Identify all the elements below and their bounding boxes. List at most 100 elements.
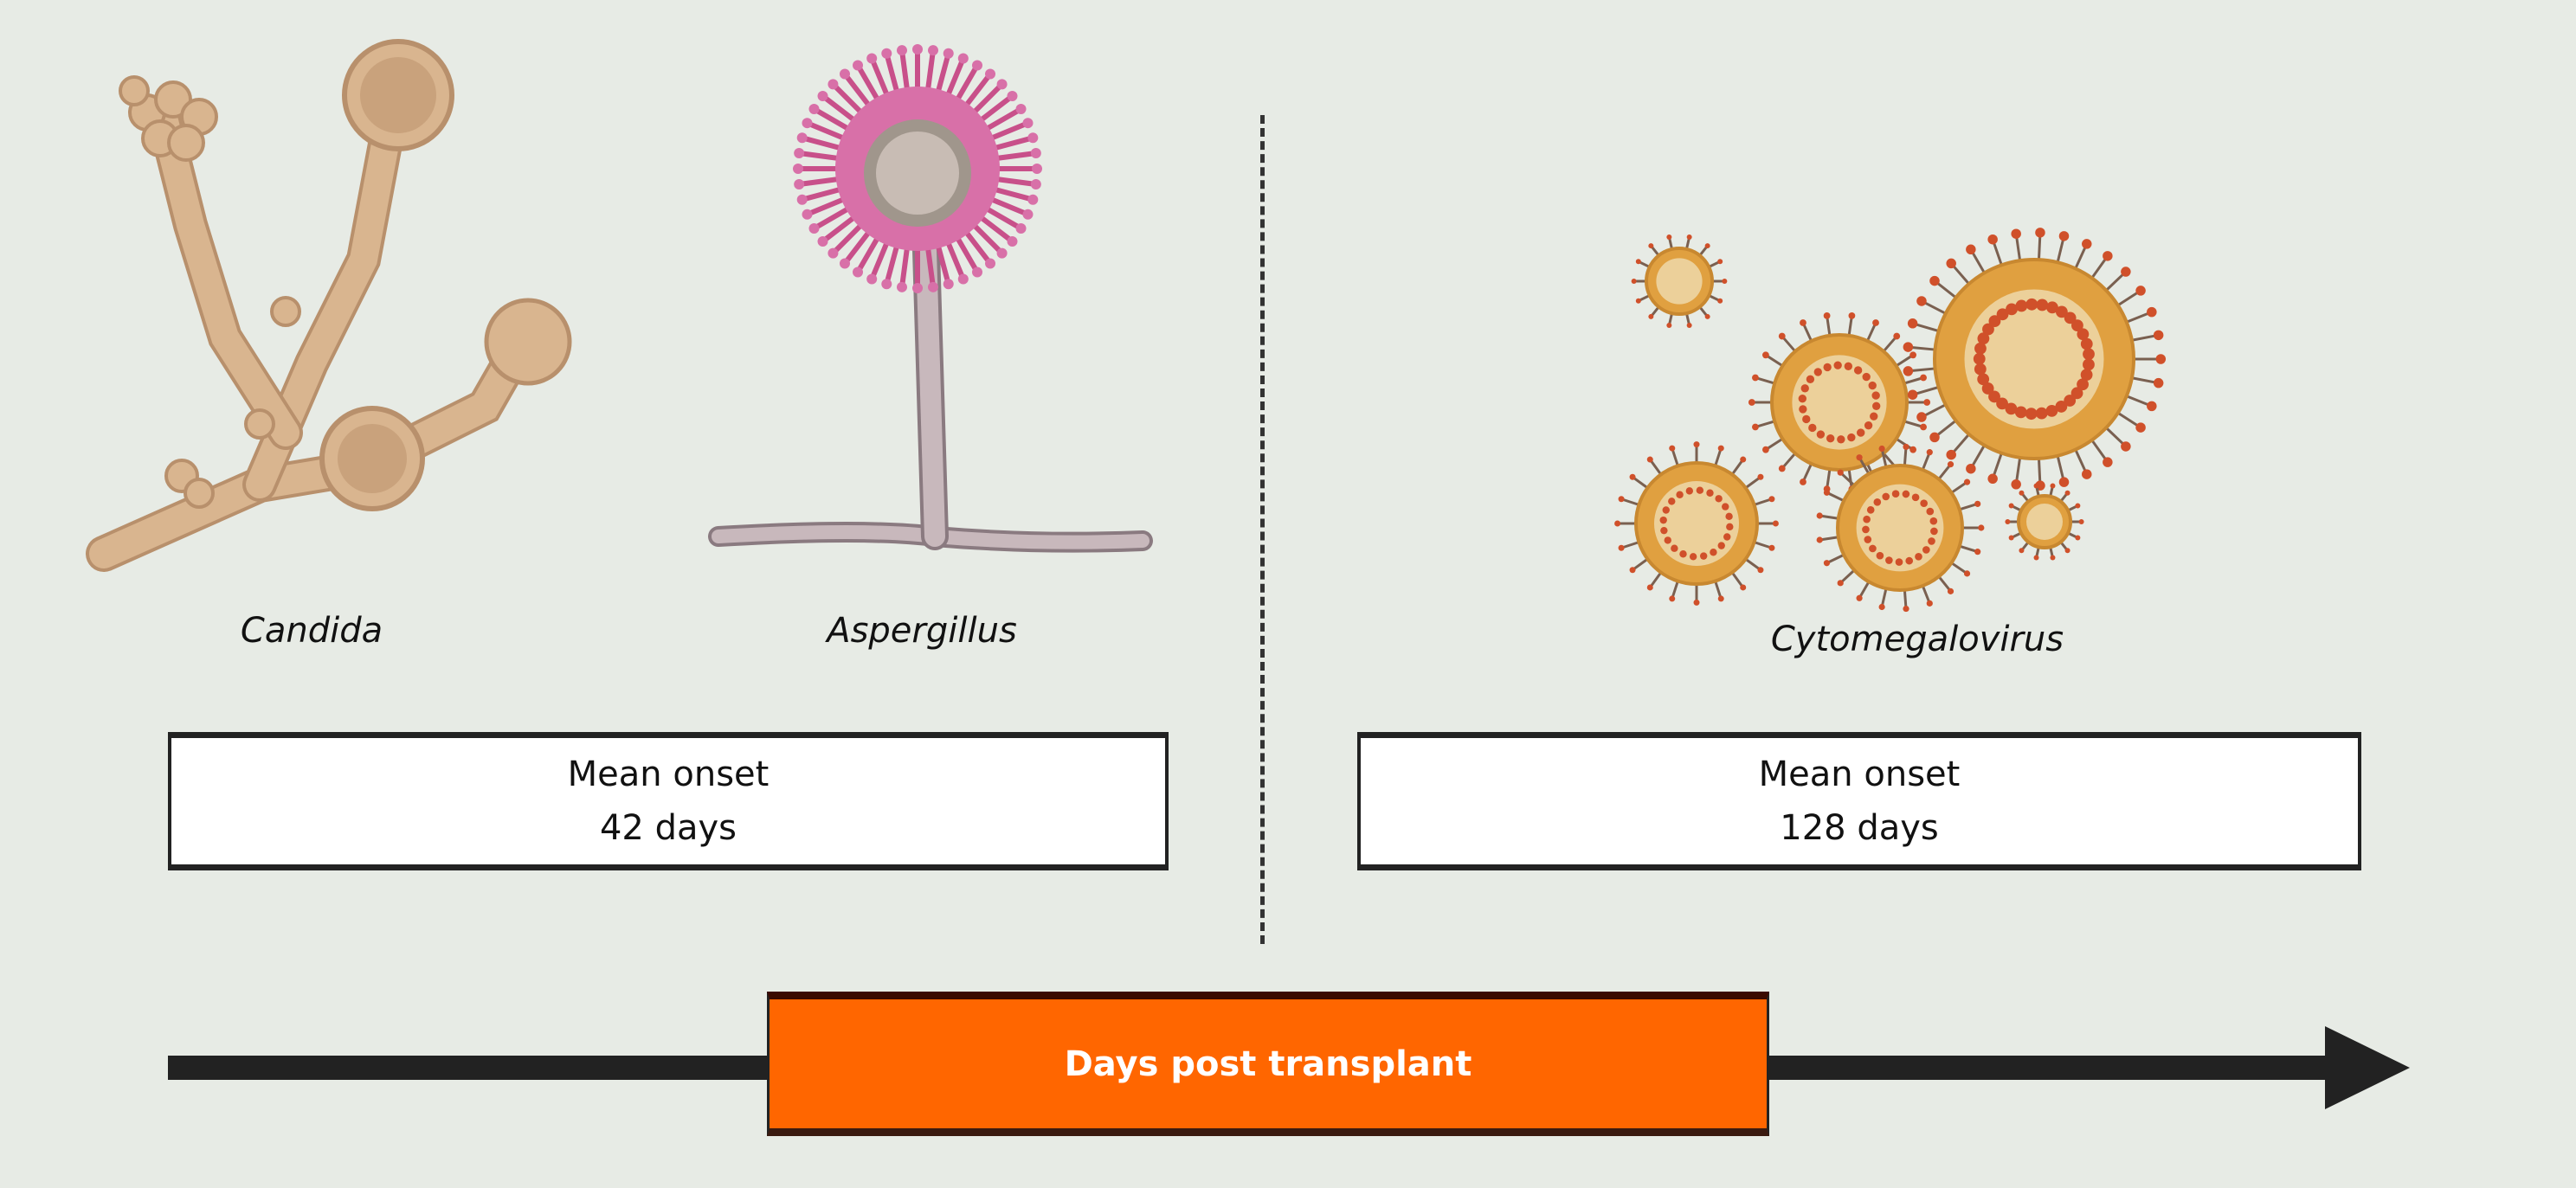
virus-spike-tip: [1740, 456, 1747, 463]
virus-spike: [1826, 553, 1845, 565]
viral-onset-value: 128 days: [1780, 808, 1939, 848]
virus-spike-tip: [1800, 319, 1806, 326]
virus-spike-tip: [1974, 549, 1981, 555]
virus-spike: [1921, 585, 1931, 604]
conidia: [957, 53, 969, 64]
virus-spike-tip: [2078, 519, 2084, 524]
virus-spike-tip: [2155, 354, 2167, 364]
virus-spike-tip: [1816, 536, 1823, 543]
conidia: [817, 90, 828, 101]
virus-surface-dot: [1866, 506, 1875, 514]
virus-spike-tip: [1669, 445, 1676, 452]
conidia: [896, 45, 907, 56]
virus-spike: [1649, 571, 1663, 588]
virus-spike-tip: [2121, 441, 2131, 452]
virus-spike-tip: [2121, 266, 2131, 277]
virus-spike-tip: [2033, 483, 2039, 489]
virus-core: [1856, 484, 1944, 572]
virus-surface-dot: [1857, 428, 1865, 437]
virus-core: [1656, 258, 1703, 305]
virus-spike-tip: [2153, 377, 2164, 389]
virus-spike-tip: [1816, 512, 1823, 519]
virus-surface-dot: [2080, 337, 2093, 350]
virus-surface-dot: [1671, 544, 1678, 552]
conidia: [996, 79, 1008, 90]
virus-surface-dot: [2014, 406, 2027, 419]
virus-spike-tip: [1987, 234, 1998, 245]
virus-spike-tip: [2050, 555, 2056, 561]
timeline-box: Days post transplant: [767, 992, 1769, 1136]
conidia: [1027, 194, 1039, 205]
fungal-onset-title: Mean onset: [567, 755, 770, 794]
conidia: [957, 273, 969, 285]
virus-spike-tip: [2153, 330, 2164, 341]
virus-surface-dot: [1837, 435, 1845, 444]
virus-surface-dot: [1800, 384, 1809, 393]
virus-spike-tip: [1646, 584, 1653, 591]
cytomegalovirus-illustration: [1614, 228, 2167, 613]
virus-surface-dot: [1833, 361, 1842, 369]
virus-surface-dot: [1988, 390, 2000, 403]
virus-surface-dot: [1798, 395, 1806, 403]
conidia: [985, 258, 996, 269]
virus-spike-tip: [2082, 469, 2092, 479]
virus-spike-tip: [2033, 555, 2039, 561]
virus-spike: [1880, 448, 1888, 468]
virus-spike-tip: [1693, 599, 1700, 606]
conidia: [802, 209, 813, 220]
virus-spike-tip: [1903, 342, 1914, 352]
virus-spike-tip: [1629, 567, 1636, 574]
conidia: [796, 194, 808, 205]
conidia: [802, 118, 813, 129]
virus-spike: [1858, 456, 1871, 475]
virus-spike: [1671, 581, 1679, 600]
virus-spike: [1671, 447, 1679, 466]
virus-surface-dot: [2025, 298, 2038, 311]
virus-surface-dot: [2025, 408, 2038, 421]
virus-spike-tip: [2103, 251, 2113, 261]
virus-surface-dot: [2070, 387, 2083, 400]
conidia: [1027, 132, 1039, 144]
virus-spike: [1754, 541, 1773, 549]
virus-surface-dot: [1660, 526, 1668, 535]
virus-surface-dot: [1664, 536, 1671, 544]
virus-core: [1964, 289, 2104, 429]
virus-spike-tip: [1717, 445, 1724, 452]
virus-surface-dot: [1988, 315, 2001, 328]
virus-spike: [1921, 452, 1931, 471]
virus-surface-dot: [2083, 348, 2095, 361]
virus-spike-tip: [2050, 483, 2056, 489]
virus-surface-dot: [1710, 549, 1717, 556]
virus-spike-tip: [1978, 524, 1985, 531]
virus-spike: [1937, 463, 1952, 480]
virus-spike-tip: [1717, 298, 1723, 304]
virus-surface-dot: [1715, 495, 1723, 503]
aspergillus-label: Aspergillus: [827, 611, 1017, 651]
virus-spike-tip: [1772, 520, 1779, 527]
conidia: [1022, 209, 1034, 220]
virus-spike-tip: [1987, 473, 1998, 485]
virus-surface-dot: [1823, 363, 1832, 372]
virus-surface-dot: [2080, 369, 2093, 382]
virus-spike: [1744, 557, 1761, 571]
virus-spike-tip: [1856, 594, 1863, 601]
timeline-label: Days post transplant: [1064, 1044, 1472, 1084]
virus-surface-dot: [1722, 503, 1729, 511]
virus-surface-dot: [1982, 323, 1994, 336]
conidia: [928, 45, 939, 56]
virus-surface-dot: [1696, 486, 1704, 494]
virus-spike-tip: [2082, 239, 2092, 249]
virus-spike-tip: [1704, 243, 1710, 249]
virus-spike: [1819, 514, 1839, 520]
conidia: [1032, 164, 1042, 174]
virus-spike-tip: [1648, 313, 1654, 319]
virus-surface-dot: [1813, 368, 1822, 376]
virus-surface-dot: [1905, 556, 1914, 565]
virus-spike-tip: [1878, 445, 1885, 453]
conidia: [881, 279, 892, 290]
virus-spike-tip: [1686, 323, 1692, 329]
conidia: [1007, 90, 1018, 101]
virus-surface-dot: [1802, 414, 1811, 424]
virus-spike-tip: [1929, 432, 1940, 443]
virus-spike-tip: [2064, 490, 2070, 496]
